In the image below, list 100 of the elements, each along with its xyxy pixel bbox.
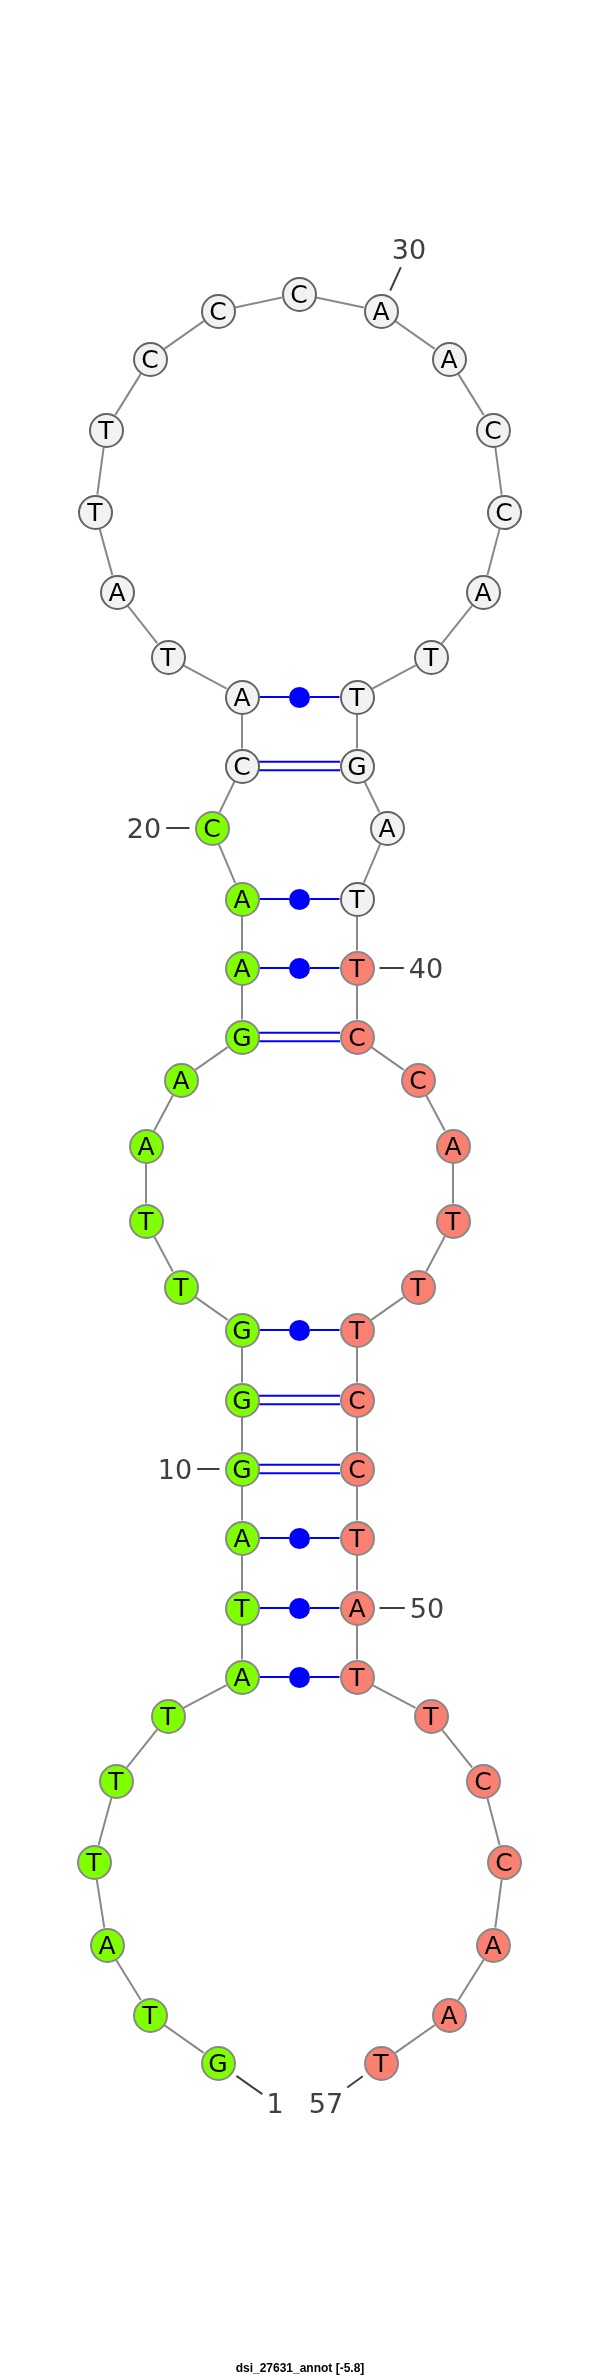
backbone-line <box>356 915 358 952</box>
backbone-line <box>115 1958 142 2002</box>
base-letter: A <box>108 580 126 605</box>
base-letter: C <box>495 1850 513 1875</box>
base-letter: C <box>348 1025 366 1050</box>
pair-dot-icon <box>289 686 310 708</box>
base-pair-line <box>309 898 341 900</box>
nucleotide-circle <box>224 1659 260 1695</box>
backbone-line <box>356 984 358 1021</box>
base-letter: T <box>423 645 439 670</box>
nucleotide-circle <box>465 574 501 610</box>
leader-line <box>196 1468 221 1470</box>
position-number: 57 <box>308 2089 344 2117</box>
nucleotide-circle <box>339 950 375 986</box>
nucleotide-circle <box>400 1062 436 1098</box>
backbone-line <box>153 1235 174 1273</box>
nucleotide-circle <box>435 1128 471 1164</box>
backbone-line <box>370 1046 405 1071</box>
caption-text: dsi_27631_annot [-5.8] <box>235 2361 365 2375</box>
base-letter: G <box>232 1025 252 1050</box>
nucleotide-circle <box>224 1451 260 1487</box>
base-letter: A <box>233 956 251 981</box>
pair-dot-icon <box>289 1597 310 1619</box>
base-letter: A <box>378 816 396 841</box>
base-letter: T <box>349 685 365 710</box>
base-letter: T <box>173 1275 189 1300</box>
base-letter: T <box>86 1850 102 1875</box>
base-letter: T <box>423 1704 439 1729</box>
base-pair-line <box>309 1676 341 1678</box>
backbone-line <box>241 1554 243 1592</box>
pair-dot-icon <box>289 888 310 910</box>
nucleotide-circle <box>369 810 405 846</box>
backbone-line <box>241 984 243 1021</box>
backbone-line <box>486 527 501 577</box>
nucleotide-circle <box>224 748 260 784</box>
nucleotide-circle <box>486 1844 522 1880</box>
nucleotide-circle <box>339 1019 375 1055</box>
nucleotide-circle <box>413 639 449 675</box>
backbone-line <box>114 372 142 417</box>
pair-dot-icon <box>289 957 310 979</box>
base-pair-line <box>258 1676 290 1678</box>
backbone-line <box>182 1684 228 1709</box>
backbone-line <box>194 1046 229 1071</box>
base-letter: C <box>348 1457 366 1482</box>
nucleotide-circle <box>281 276 317 312</box>
backbone-line <box>145 1162 147 1205</box>
backbone-line <box>96 446 105 496</box>
nucleotide-circle <box>339 1520 375 1556</box>
nucleotide-circle <box>475 1927 511 1963</box>
base-letter: C <box>209 299 227 324</box>
backbone-line <box>241 1346 243 1384</box>
base-pair-line <box>309 696 341 698</box>
pair-dot-icon <box>289 1527 310 1549</box>
nucleotide-circle <box>99 574 135 610</box>
base-pair-line <box>258 1394 341 1397</box>
base-pair-line <box>309 1537 341 1539</box>
nucleotide-circle <box>98 1763 134 1799</box>
base-pair-line <box>258 760 341 763</box>
position-number: 20 <box>126 814 162 842</box>
backbone-line <box>356 1416 358 1453</box>
base-letter: A <box>98 1933 116 1958</box>
base-letter: T <box>98 418 114 443</box>
backbone-line <box>241 1485 243 1522</box>
base-pair-line <box>258 1031 341 1034</box>
base-pair-line <box>258 1463 341 1466</box>
nucleotide-circle <box>89 1927 125 1963</box>
base-letter: T <box>108 1769 124 1794</box>
backbone-line <box>241 915 243 952</box>
nucleotide-circle <box>413 1698 449 1734</box>
base-letter: G <box>232 1457 252 1482</box>
nucleotide-circle <box>163 1062 199 1098</box>
base-letter: T <box>410 1275 426 1300</box>
nucleotide-circle <box>363 2045 399 2081</box>
base-letter: C <box>474 1769 492 1794</box>
backbone-line <box>440 604 474 645</box>
base-letter: T <box>349 1318 365 1343</box>
base-letter: C <box>484 418 502 443</box>
nucleotide-circle <box>224 1019 260 1055</box>
pair-dot-icon <box>289 1666 310 1688</box>
backbone-line <box>394 2024 436 2054</box>
leader-line <box>378 967 405 969</box>
base-letter: A <box>372 299 390 324</box>
base-letter: T <box>160 645 176 670</box>
leader-line <box>389 266 402 292</box>
leader-line <box>235 2074 264 2096</box>
nucleotide-circle <box>77 494 113 530</box>
base-letter: A <box>348 1596 366 1621</box>
nucleotide-circle <box>88 412 124 448</box>
position-number: 30 <box>391 235 427 263</box>
nucleotide-circle <box>224 881 260 917</box>
base-letter: A <box>233 887 251 912</box>
base-letter: A <box>440 347 458 372</box>
base-letter: T <box>142 2003 158 2028</box>
nucleotide-circle <box>128 1128 164 1164</box>
base-letter: A <box>440 2003 458 2028</box>
base-letter: T <box>138 1209 154 1234</box>
backbone-line <box>394 320 436 350</box>
base-letter: C <box>290 282 308 307</box>
backbone-line <box>217 843 237 884</box>
nucleotide-circle <box>224 1520 260 1556</box>
